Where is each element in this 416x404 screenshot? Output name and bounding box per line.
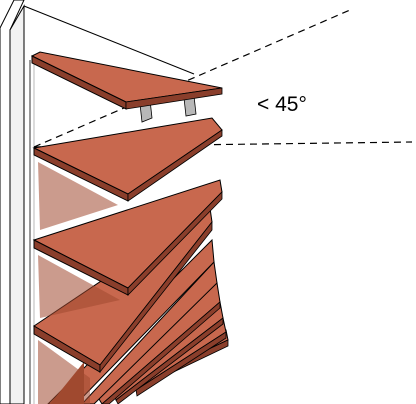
louvre-slat (32, 117, 223, 230)
frame-inner-edge (9, 4, 25, 404)
louvre-slats (30, 51, 229, 404)
angle-guide-line (33, 9, 351, 148)
louvre-slat (30, 51, 223, 110)
angle-label: < 45° (257, 93, 307, 116)
louvre-slat (81, 260, 218, 404)
frame-reveal-line (23, 5, 195, 75)
window-frame (0, 0, 195, 404)
louvre-slat (32, 179, 223, 318)
